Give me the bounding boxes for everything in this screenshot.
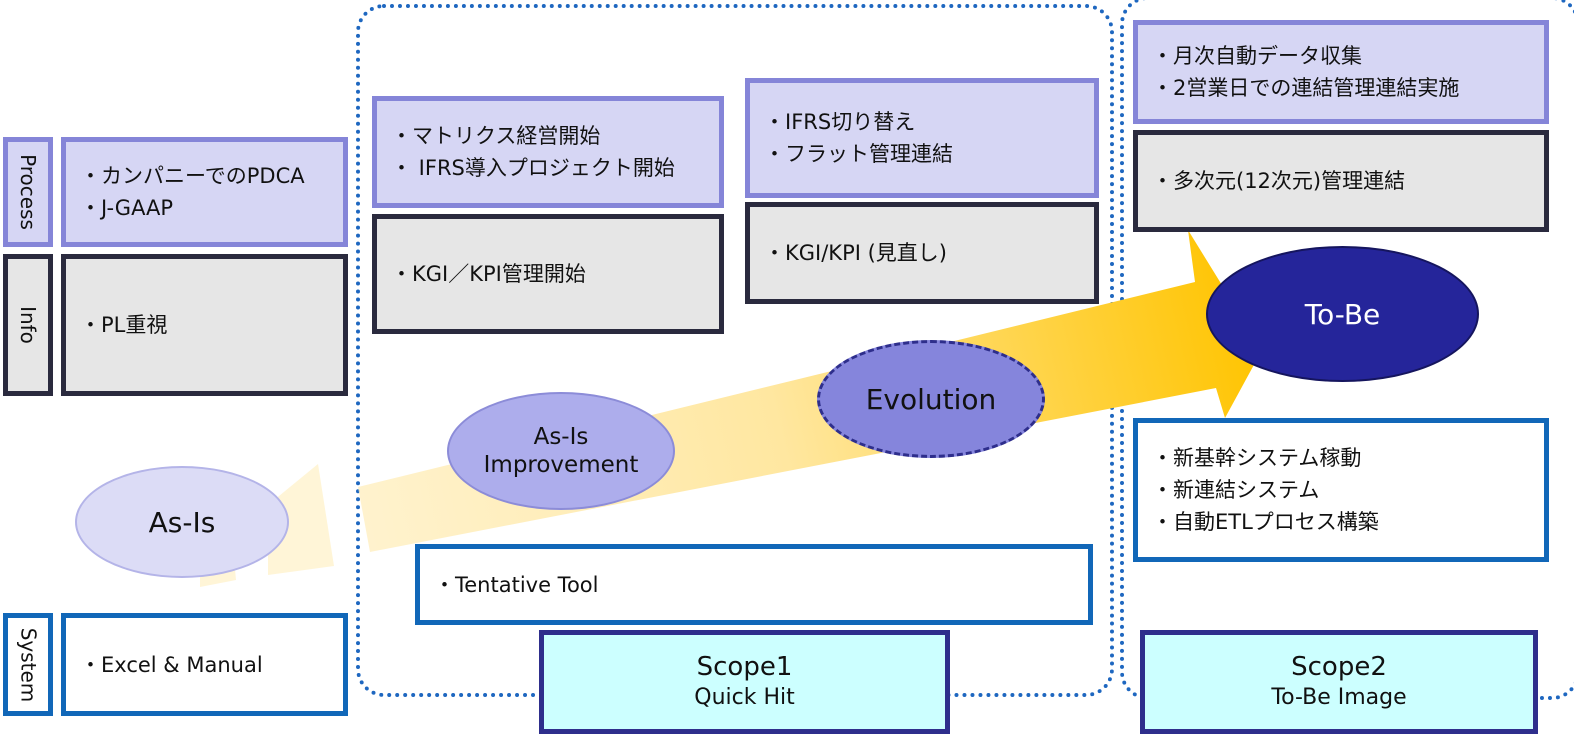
to-be-system-line: ・自動ETLプロセス構築 [1152,510,1379,534]
evolution-info-box: ・KGI/KPI (見直し) [745,202,1099,304]
row-label-info-text: Info [15,306,40,344]
row-label-system-text: System [16,627,40,702]
evolution-info-line: ・KGI/KPI (見直し) [764,241,948,265]
scope1-subtitle: Quick Hit [694,685,795,710]
scope2-label: Scope2 To-Be Image [1140,630,1538,734]
as-is-ellipse: As-Is [75,466,289,578]
evolution-process-line: ・フラット管理連結 [764,142,953,166]
scope2-subtitle: To-Be Image [1271,685,1407,710]
as-is-improvement-label-1: As-Is [533,424,589,450]
improvement-process-line: ・ IFRS導入プロジェクト開始 [391,156,675,180]
scope2-title: Scope2 [1291,652,1387,682]
as-is-process-line: ・J-GAAP [80,196,174,220]
tentative-tool-box: ・Tentative Tool [415,544,1093,625]
as-is-improvement-ellipse: As-Is Improvement [447,392,675,510]
as-is-process-line: ・カンパニーでのPDCA [80,164,305,188]
tentative-tool-line: ・Tentative Tool [434,572,599,597]
to-be-ellipse-label: To-Be [1304,297,1381,331]
to-be-process-box: ・月次自動データ収集 ・2営業日での連結管理連結実施 [1133,20,1549,124]
row-label-system: System [3,613,53,716]
to-be-process-line: ・2営業日での連結管理連結実施 [1152,76,1460,100]
to-be-system-box: ・新基幹システム稼動 ・新連結システム ・自動ETLプロセス構築 [1133,418,1549,562]
as-is-info-box: ・PL重視 [61,254,348,396]
evolution-process-line: ・IFRS切り替え [764,110,916,134]
improvement-process-line: ・マトリクス経営開始 [391,124,601,148]
row-label-info: Info [3,254,53,396]
as-is-improvement-label-2: Improvement [483,452,639,478]
evolution-ellipse-label: Evolution [865,382,997,416]
row-label-process: Process [3,137,53,247]
evolution-ellipse: Evolution [817,340,1045,458]
to-be-system-line: ・新連結システム [1152,478,1320,502]
scope1-title: Scope1 [696,652,793,682]
to-be-info-line: ・多次元(12次元)管理連結 [1152,169,1406,193]
as-is-process-box: ・カンパニーでのPDCA ・J-GAAP [61,137,348,247]
improvement-info-line: ・KGI／KPI管理開始 [391,262,586,286]
to-be-info-box: ・多次元(12次元)管理連結 [1133,130,1549,232]
as-is-ellipse-label: As-Is [148,505,216,539]
scope1-label: Scope1 Quick Hit [539,630,950,734]
improvement-info-box: ・KGI／KPI管理開始 [372,214,724,334]
as-is-system-box: ・Excel & Manual [61,613,348,716]
evolution-process-box: ・IFRS切り替え ・フラット管理連結 [745,78,1099,198]
to-be-ellipse: To-Be [1206,246,1479,382]
arrow-tail-block-1 [268,464,334,575]
to-be-system-line: ・新基幹システム稼動 [1152,446,1362,470]
improvement-process-box: ・マトリクス経営開始 ・ IFRS導入プロジェクト開始 [372,96,724,208]
as-is-info-line: ・PL重視 [80,313,168,337]
as-is-system-line: ・Excel & Manual [80,652,263,677]
row-label-process-text: Process [16,154,40,230]
to-be-process-line: ・月次自動データ収集 [1152,44,1362,68]
